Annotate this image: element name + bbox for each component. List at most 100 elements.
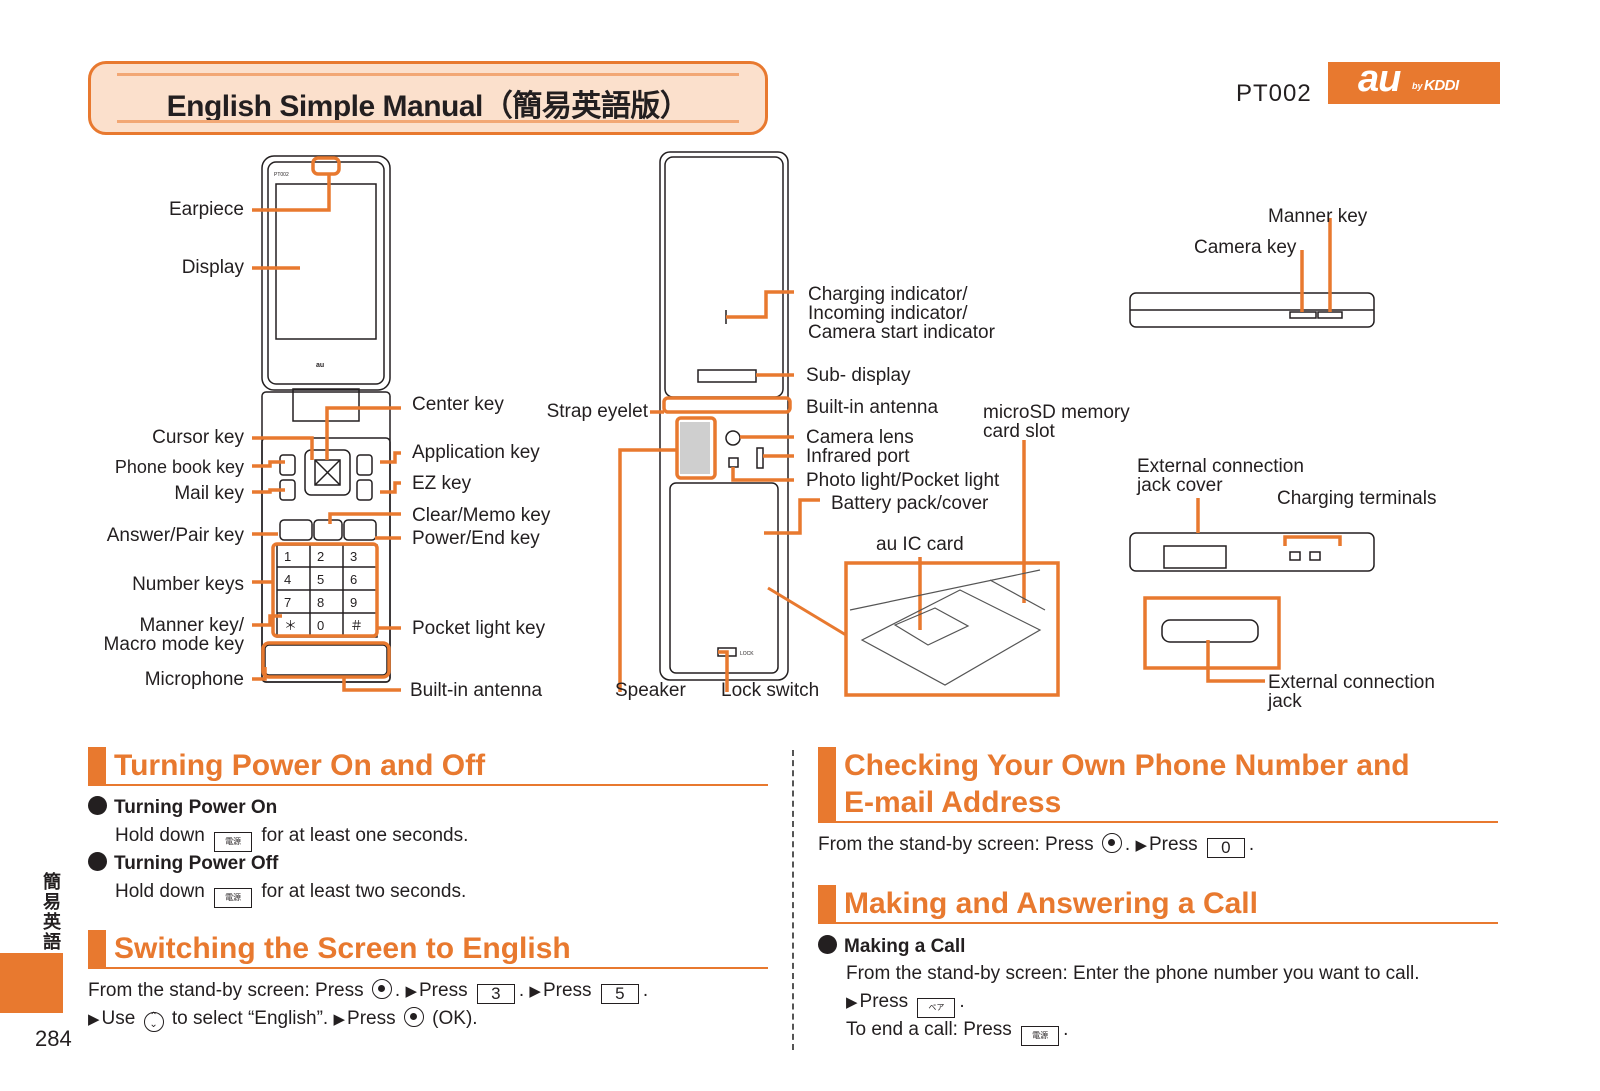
- key-3: 3: [350, 549, 357, 564]
- callout-lines: [252, 156, 1342, 697]
- label-incoming-indicator: Incoming indicator/: [808, 303, 968, 324]
- key-4: 4: [284, 572, 291, 587]
- power-on-instruction: Hold down 電源 for at least one seconds.: [115, 824, 468, 852]
- key-asterisk: ＊: [284, 618, 297, 633]
- label-earpiece: Earpiece: [169, 199, 244, 220]
- cursor-updown-icon: ⌃⌄: [143, 1012, 164, 1032]
- key-7: 7: [284, 595, 291, 610]
- phone-logo-mark: au: [316, 362, 324, 369]
- label-camera-start-indicator: Camera start indicator: [808, 322, 995, 343]
- heading-switch-english: Switching the Screen to English: [88, 930, 768, 969]
- label-ext-jack: External connection: [1268, 672, 1435, 693]
- au-kddi-logo: au by KDDI: [1328, 58, 1500, 104]
- label-manner-key: Manner key/: [139, 615, 244, 636]
- key-5: 5: [317, 572, 324, 587]
- answer-key-icon: ペア: [917, 998, 956, 1018]
- label-battery-pack: Battery pack/cover: [831, 493, 989, 514]
- key-3-icon: 3: [476, 984, 515, 1004]
- label-microsd-slot: microSD memory: [983, 402, 1130, 423]
- call-instruction-line3: To end a call: Press 電源.: [846, 1018, 1068, 1046]
- call-instruction-line2: ▶Press ペア.: [846, 990, 965, 1018]
- key-5-icon: 5: [600, 984, 639, 1004]
- center-key-icon: [371, 979, 392, 999]
- key-2: 2: [317, 549, 324, 564]
- key-0-icon: 0: [1206, 838, 1245, 858]
- label-charging-indicator: Charging indicator/: [808, 284, 968, 305]
- key-0: 0: [317, 618, 324, 633]
- label-manner-key-side: Manner key: [1268, 206, 1368, 227]
- label-pocket-light-key: Pocket light key: [412, 618, 546, 639]
- column-divider: [792, 750, 794, 1050]
- label-built-in-antenna-back: Built-in antenna: [806, 397, 939, 418]
- english-instruction-line2: ▶Use ⌃⌄ to select “English”. ▶Press (OK)…: [88, 1007, 478, 1032]
- label-ext-jack-cover: External connection: [1137, 456, 1304, 477]
- label-speaker: Speaker: [615, 680, 686, 701]
- page-number: 284: [35, 1026, 72, 1051]
- label-ext-jack-cover-line2: jack cover: [1137, 475, 1223, 496]
- bullet-dot-icon: [88, 796, 107, 815]
- label-ext-jack-line2: jack: [1268, 691, 1302, 712]
- key-6: 6: [350, 572, 357, 587]
- step-arrow-icon: ▶: [333, 1011, 346, 1028]
- label-macro-mode-key: Macro mode key: [103, 634, 244, 655]
- manual-title-box: English Simple Manual（簡易英語版）: [88, 61, 768, 135]
- power-off-instruction: Hold down 電源 for at least two seconds.: [115, 880, 466, 908]
- center-key-icon: [1101, 833, 1122, 853]
- bullet-power-on: Turning Power On: [88, 796, 277, 820]
- label-answer-pair-key: Answer/Pair key: [106, 525, 244, 546]
- label-number-keys: Number keys: [132, 574, 244, 595]
- key-1: 1: [284, 549, 291, 564]
- heading-own-number: Checking Your Own Phone Number and E-mai…: [818, 747, 1498, 823]
- phone-diagram: 1 2 3 4 5 6 7 8 9 ＊ 0 ＃ PT002 au LOCK Ea…: [0, 140, 1600, 730]
- keypad-digits: 1 2 3 4 5 6 7 8 9 ＊ 0 ＃: [284, 549, 363, 633]
- label-camera-key: Camera key: [1194, 237, 1297, 258]
- model-number: PT002: [1236, 80, 1312, 107]
- power-key-icon: 電源: [214, 888, 253, 908]
- step-arrow-icon: ▶: [846, 994, 858, 1011]
- label-display: Display: [181, 257, 244, 278]
- sidebar-tab: [0, 953, 63, 1013]
- label-power-end-key: Power/End key: [412, 528, 540, 549]
- label-ez-key: EZ key: [412, 473, 472, 494]
- label-strap-eyelet: Strap eyelet: [546, 401, 648, 422]
- label-sub-display: Sub- display: [806, 365, 911, 386]
- phone-model-mark: PT002: [274, 172, 289, 178]
- power-key-icon: 電源: [214, 832, 253, 852]
- label-clear-memo-key: Clear/Memo key: [412, 505, 551, 526]
- side-phone-bottom: [1129, 532, 1375, 643]
- call-instruction-line1: From the stand-by screen: Enter the phon…: [846, 963, 1420, 984]
- own-number-instruction: From the stand-by screen: Press . ▶Press…: [818, 833, 1255, 858]
- lock-mark: LOCK: [740, 651, 754, 657]
- label-center-key: Center key: [412, 394, 504, 415]
- label-charging-terminals: Charging terminals: [1277, 488, 1437, 509]
- ic-card-inset-detail: [849, 569, 1046, 686]
- bullet-making-call: Making a Call: [818, 935, 965, 959]
- step-arrow-icon: ▶: [529, 983, 541, 1000]
- key-hash: ＃: [350, 618, 363, 633]
- power-key-icon: 電源: [1021, 1026, 1060, 1046]
- step-arrow-icon: ▶: [1135, 837, 1147, 854]
- phone-illustrations: 1 2 3 4 5 6 7 8 9 ＊ 0 ＃ PT002 au LOCK: [252, 151, 1375, 697]
- bullet-power-off: Turning Power Off: [88, 852, 278, 876]
- label-microsd-slot-line2: card slot: [983, 421, 1055, 442]
- manual-title: English Simple Manual（簡易英語版）: [166, 90, 690, 123]
- heading-turning-power: Turning Power On and Off: [88, 747, 768, 786]
- bullet-dot-icon: [818, 935, 837, 954]
- label-mail-key: Mail key: [174, 483, 244, 504]
- label-application-key: Application key: [412, 442, 540, 463]
- label-au-ic-card: au IC card: [876, 534, 964, 555]
- key-9: 9: [350, 595, 357, 610]
- center-key-icon: [403, 1007, 424, 1027]
- label-phone-book-key: Phone book key: [114, 457, 244, 477]
- english-instruction-line1: From the stand-by screen: Press . ▶Press…: [88, 979, 649, 1004]
- sidebar-japanese-label: 簡易英語: [43, 872, 61, 952]
- label-cursor-key: Cursor key: [152, 427, 244, 448]
- side-phone-top: [1129, 292, 1375, 328]
- key-8: 8: [317, 595, 324, 610]
- label-built-in-antenna-front: Built-in antenna: [410, 680, 543, 701]
- heading-making-call: Making and Answering a Call: [818, 885, 1498, 924]
- bullet-dot-icon: [88, 852, 107, 871]
- label-lock-switch: Lock switch: [721, 680, 820, 701]
- label-camera-lens: Camera lens: [806, 427, 914, 448]
- speaker-grille: [680, 422, 710, 474]
